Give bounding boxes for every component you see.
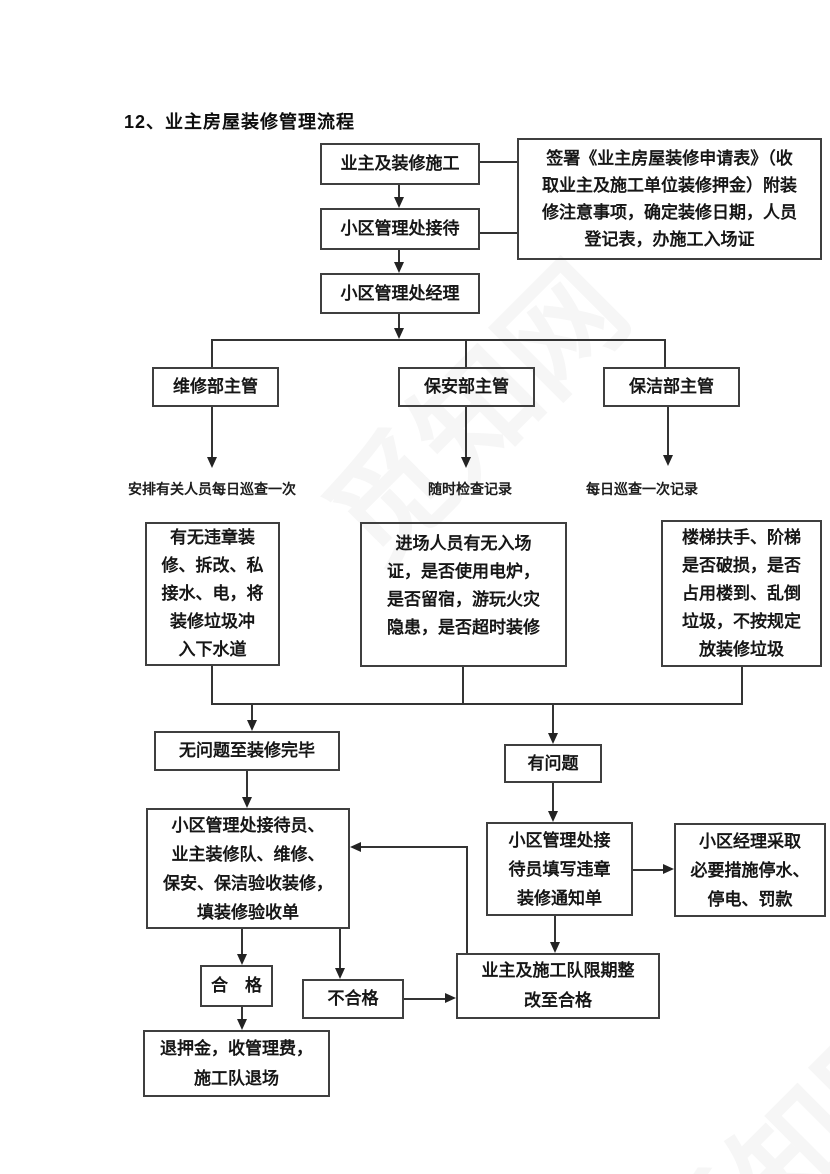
connector-line [480, 232, 517, 234]
arrowhead-down [550, 942, 560, 953]
arrowhead-down [242, 797, 252, 808]
connector-line [552, 783, 554, 811]
connector-line [465, 339, 467, 367]
connector-line [466, 847, 468, 953]
arrowhead-down [394, 262, 404, 273]
arrowhead-left [350, 842, 361, 852]
arrowhead-down [237, 954, 247, 965]
node-cleaning-supervisor: 保洁部主管 [603, 367, 740, 407]
connector-line [480, 161, 517, 163]
node-acceptance: 小区管理处接待员、 业主装修队、维修、 保安、保洁验收装修， 填装修验收单 [146, 808, 350, 929]
arrowhead-down [335, 968, 345, 979]
connector-line [241, 1007, 243, 1019]
label-maintenance-duty: 安排有关人员每日巡查一次 [128, 481, 296, 497]
connector-line [339, 929, 341, 968]
connector-line [361, 846, 468, 848]
connector-line [398, 185, 400, 197]
label-security-duty: 随时检查记录 [428, 481, 512, 497]
node-cleaning-check: 楼梯扶手、阶梯 是否破损，是否 占用楼到、乱倒 垃圾，不按规定 放装修垃圾 [661, 520, 822, 667]
page-title: 12、业主房屋装修管理流程 [124, 112, 356, 132]
connector-line [741, 667, 743, 704]
connector-line [664, 339, 666, 367]
node-violation-notice: 小区管理处接 待员填写违章 装修通知单 [486, 822, 633, 916]
node-sign-application-note: 签署《业主房屋装修申请表》（收 取业主及施工单位装修押金）附装 修注意事项，确定… [517, 138, 822, 260]
node-maintenance-check: 有无违章装 修、拆改、私 接水、电，将 装修垃圾冲 入下水道 [145, 522, 280, 666]
connector-line [465, 407, 467, 457]
connector-line [404, 998, 445, 1000]
node-office-manager: 小区管理处经理 [320, 273, 480, 314]
connector-line [633, 869, 663, 871]
node-security-check: 进场人员有无入场 证，是否使用电炉， 是否留宿，游玩火灾 隐患，是否超时装修 [360, 522, 567, 667]
connector-line [251, 703, 253, 720]
arrowhead-down [394, 328, 404, 339]
arrowhead-down [207, 457, 217, 468]
arrowhead-right [663, 864, 674, 874]
arrowhead-right [445, 993, 456, 1003]
node-maintenance-supervisor: 维修部主管 [152, 367, 279, 407]
node-office-reception: 小区管理处接待 [320, 208, 480, 250]
connector-line [552, 703, 554, 733]
arrowhead-down [394, 197, 404, 208]
arrowhead-down [663, 455, 673, 466]
arrowhead-down [237, 1019, 247, 1030]
arrowhead-down [247, 720, 257, 731]
node-no-problem: 无问题至装修完毕 [154, 731, 340, 771]
arrowhead-down [461, 457, 471, 468]
connector-line [462, 667, 464, 704]
arrowhead-down [548, 733, 558, 744]
node-rectification: 业主及施工队限期整 改至合格 [456, 953, 660, 1019]
connector-line [211, 339, 666, 341]
node-qualified: 合 格 [200, 965, 273, 1007]
connector-line [398, 250, 400, 262]
connector-line [246, 771, 248, 797]
connector-line [667, 407, 669, 455]
connector-line [211, 407, 213, 457]
node-manager-measures: 小区经理采取 必要措施停水、 停电、罚款 [674, 823, 826, 917]
node-owner-construction: 业主及装修施工 [320, 143, 480, 185]
node-has-problem: 有问题 [504, 744, 602, 783]
connector-line [211, 339, 213, 367]
connector-line [398, 314, 400, 328]
connector-line [211, 703, 743, 705]
connector-line [211, 666, 213, 704]
arrowhead-down [548, 811, 558, 822]
connector-line [554, 916, 556, 942]
node-unqualified: 不合格 [302, 979, 404, 1019]
label-cleaning-duty: 每日巡查一次记录 [586, 481, 698, 497]
connector-line [241, 929, 243, 954]
node-refund: 退押金，收管理费， 施工队退场 [143, 1030, 330, 1097]
node-security-supervisor: 保安部主管 [398, 367, 535, 407]
